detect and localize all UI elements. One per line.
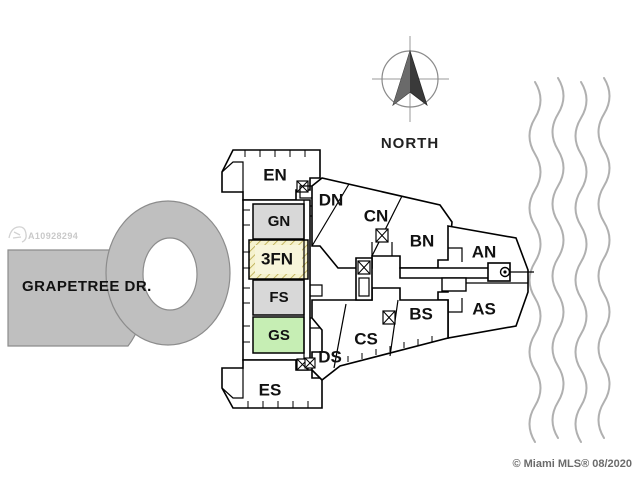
- building-north-arm: [299, 177, 453, 269]
- unit-label-BN: BN: [410, 231, 435, 250]
- unit-3FN-shape: [255, 245, 302, 274]
- north-arm-outline: [311, 177, 453, 269]
- unit-label-AN: AN: [472, 242, 497, 261]
- compass-north-label: NORTH: [381, 135, 439, 152]
- unit-label-AS: AS: [472, 299, 496, 318]
- south-arm-balcony-ticks: [347, 336, 433, 362]
- street-name-label: GRAPETREE DR.: [22, 278, 152, 295]
- east-tip-core-notch: [448, 247, 463, 313]
- wave-line: [574, 81, 588, 443]
- es-unit-outline: [221, 359, 323, 409]
- cul-de-sac-island: [142, 237, 198, 311]
- central-core-shaft: [358, 277, 370, 297]
- unit-label-GS: GS: [268, 327, 290, 344]
- unit-label-CS: CS: [354, 329, 378, 348]
- west-stack-balcony-notches: [243, 209, 250, 343]
- unit-label-3FN: 3FN: [261, 249, 293, 268]
- street-grapetree-dr: [7, 200, 231, 347]
- north-arm-core-walls: [371, 242, 393, 256]
- unit-label-CN: CN: [364, 206, 389, 225]
- unit-label-FS: FS: [269, 289, 288, 306]
- pier-walkway: [399, 267, 491, 279]
- building-west-stack: [242, 199, 323, 361]
- watermark-listing-id: A10928294: [28, 231, 78, 241]
- unit-label-BS: BS: [409, 304, 433, 323]
- pier-dock: [399, 262, 534, 292]
- unit-GN-shape: [252, 203, 305, 240]
- en-balcony-ticks: [244, 150, 306, 157]
- unit-label-DS: DS: [318, 347, 342, 366]
- wave-line: [551, 77, 565, 439]
- unit-labels-group: EN GN 3FN FS GS ES DN CN BN AN AS BS CS …: [259, 165, 497, 399]
- divider-dn-cn: [311, 183, 350, 247]
- divider-ds-cs: [333, 303, 347, 369]
- copyright-notice: © Miami MLS® 08/2020: [512, 458, 632, 470]
- south-arm-outline: [311, 287, 449, 382]
- dn-wall-step: [299, 185, 312, 199]
- pier-bollard-center: [503, 270, 507, 274]
- unit-label-GN: GN: [268, 213, 291, 230]
- building-south-tower: [221, 358, 323, 409]
- unit-FS-shape: [252, 279, 305, 316]
- divider-cs-bs: [389, 299, 399, 357]
- divider-cn-bn: [371, 195, 403, 257]
- wave-line: [597, 77, 611, 439]
- ocean-waves-group: [528, 77, 611, 443]
- unit-label-DN: DN: [319, 190, 344, 209]
- en-west-bay: [221, 161, 244, 192]
- unit-label-EN: EN: [263, 165, 287, 184]
- pier-platform: [441, 277, 467, 292]
- compass-rose: [372, 36, 449, 122]
- wave-line: [528, 81, 542, 443]
- unit-label-ES: ES: [259, 380, 282, 399]
- building-south-arm: [304, 287, 449, 382]
- es-west-bay: [221, 368, 244, 399]
- west-stack-corridor-notch-b: [310, 284, 323, 297]
- watermark-logo-icon: [8, 226, 27, 243]
- watermark-group: A10928294: [8, 226, 78, 243]
- central-core: [355, 257, 373, 301]
- es-balcony-ticks: [247, 401, 309, 408]
- compass-north-arrow-highlight: [393, 51, 410, 105]
